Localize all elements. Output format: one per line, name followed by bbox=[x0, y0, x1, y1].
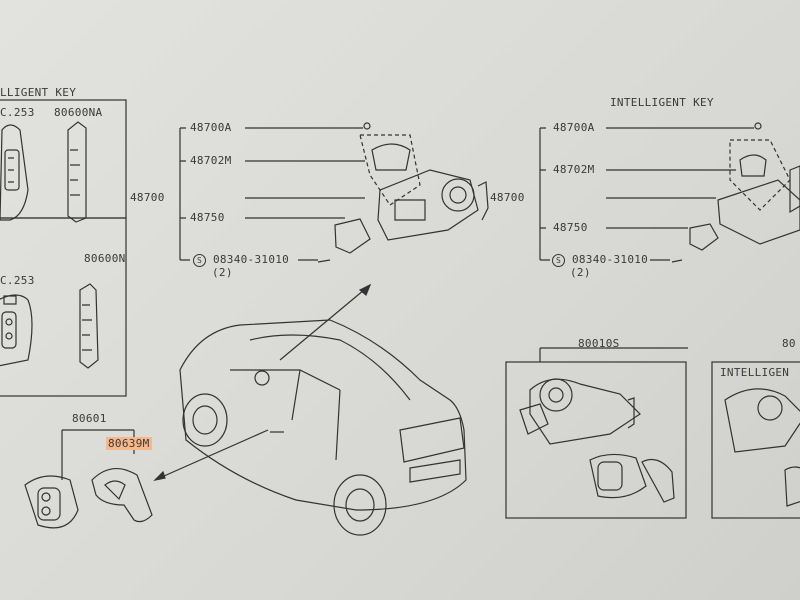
box-80010S bbox=[505, 361, 687, 519]
screw-part-number-right: 08340-31010 bbox=[571, 253, 649, 266]
part-label-80601: 80601 bbox=[72, 412, 107, 425]
part-label-80600NA: 80600NA bbox=[54, 106, 103, 119]
left-mid-box bbox=[0, 217, 127, 397]
part-label-48702M-right: 48702M bbox=[553, 163, 595, 176]
part-label-48700A-right: 48700A bbox=[553, 121, 595, 134]
car-drawing bbox=[179, 319, 467, 536]
part-label-48702M-center: 48702M bbox=[190, 154, 232, 167]
box-b-title: INTELLIGEN bbox=[720, 366, 790, 379]
arrow-to-door bbox=[153, 429, 269, 481]
part-label-08340-center: S 08340-31010 bbox=[193, 253, 289, 267]
ignition-assembly-right bbox=[671, 122, 800, 263]
right-callout-lines bbox=[539, 127, 754, 261]
part-label-80-partial: 80 bbox=[782, 337, 796, 350]
center-callout-lines bbox=[179, 127, 365, 261]
right-panel-title: INTELLIGENT KEY bbox=[610, 96, 714, 109]
screw-symbol: S bbox=[193, 254, 206, 267]
part-label-48700A-center: 48700A bbox=[190, 121, 232, 134]
screw-symbol-right: S bbox=[552, 254, 565, 267]
part-label-80600N: 80600N bbox=[84, 252, 126, 265]
part-label-48700-center: 48700 bbox=[130, 191, 165, 204]
part-label-48750-right: 48750 bbox=[553, 221, 588, 234]
screw-qty-center: (2) bbox=[212, 266, 233, 279]
assembly-80010S-drawing bbox=[519, 378, 675, 503]
part-label-80010S: 80010S bbox=[578, 337, 620, 350]
key-blade-mid-drawing bbox=[79, 283, 99, 369]
assembly-b-drawing bbox=[724, 388, 800, 507]
part-label-48750-center: 48750 bbox=[190, 211, 225, 224]
screw-part-number: 08340-31010 bbox=[212, 253, 290, 266]
arrow-to-ignition bbox=[279, 283, 372, 361]
part-label-08340-right: S 08340-31010 bbox=[552, 253, 648, 267]
fob-80601-drawing bbox=[24, 468, 153, 529]
key-fob-mid-drawing bbox=[0, 294, 33, 367]
part-label-80639M-highlighted: 80639M bbox=[106, 437, 152, 450]
part-label-c253-top: C.253 bbox=[0, 106, 35, 119]
left-panel-title: LLIGENT KEY bbox=[0, 86, 77, 99]
key-fob-top-drawing bbox=[0, 124, 29, 221]
part-label-48700-right: 48700 bbox=[490, 191, 525, 204]
ignition-assembly-center bbox=[317, 122, 489, 263]
bracket-80010S bbox=[539, 347, 688, 362]
screw-qty-right: (2) bbox=[570, 266, 591, 279]
key-blade-top-drawing bbox=[67, 121, 87, 223]
part-label-c253-mid: C.253 bbox=[0, 274, 35, 287]
box-intelligent-b bbox=[711, 361, 800, 519]
